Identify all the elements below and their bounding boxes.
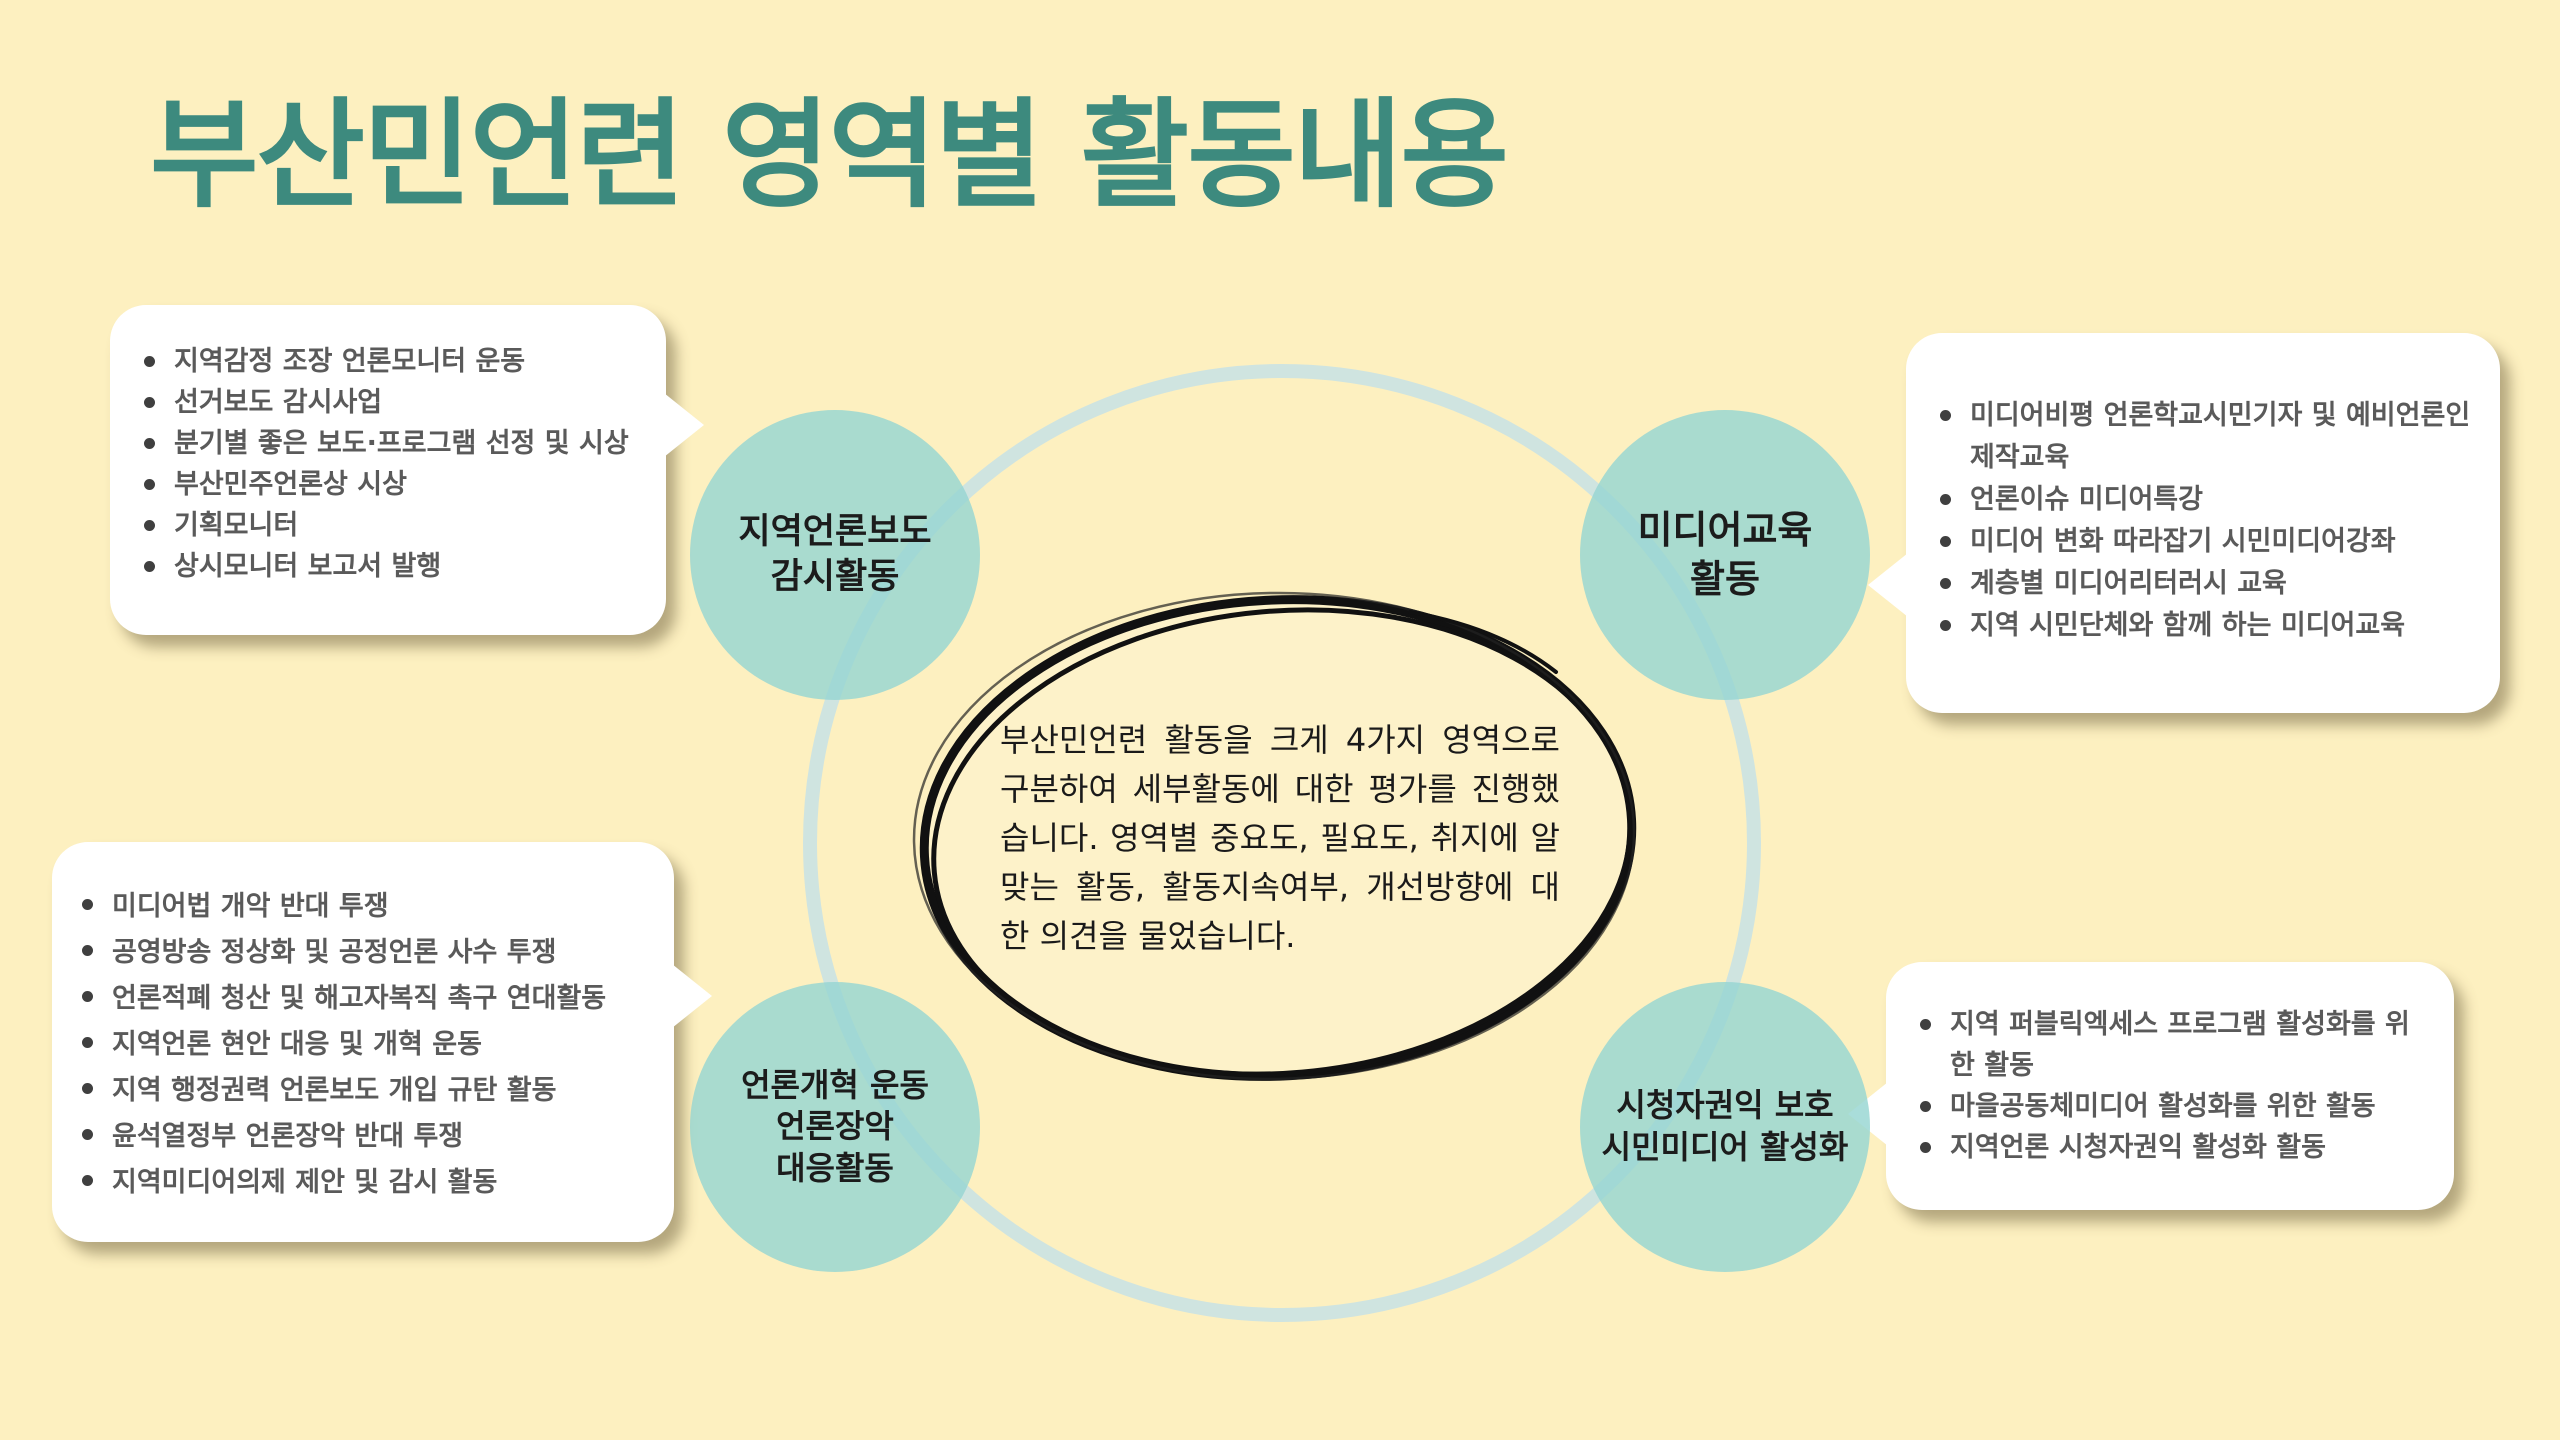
- card-list: 미디어법 개악 반대 투쟁 공영방송 정상화 및 공정언론 사수 투쟁 언론적폐…: [80, 884, 654, 1206]
- list-item: 선거보도 감시사업: [142, 382, 646, 423]
- list-item: 언론적폐 청산 및 해고자복직 촉구 연대활동: [80, 976, 654, 1022]
- list-item: 지역미디어의제 제안 및 감시 활동: [80, 1160, 654, 1206]
- card-pointer: [672, 964, 712, 1028]
- list-item: 윤석열정부 언론장악 반대 투쟁: [80, 1114, 654, 1160]
- connector-ring: [803, 364, 1761, 1322]
- card-list: 지역감정 조장 언론모니터 운동 선거보도 감시사업 분기별 좋은 보도·프로그…: [142, 341, 646, 587]
- node-media-reform: 언론개혁 운동 언론장악 대응활동: [690, 982, 980, 1272]
- page-title: 부산민언련 영역별 활동내용: [150, 86, 1509, 224]
- card-media-reform: 미디어법 개악 반대 투쟁 공영방송 정상화 및 공정언론 사수 투쟁 언론적폐…: [52, 842, 712, 1242]
- list-item: 공영방송 정상화 및 공정언론 사수 투쟁: [80, 930, 654, 976]
- card-local-monitoring: 지역감정 조장 언론모니터 운동 선거보도 감시사업 분기별 좋은 보도·프로그…: [110, 305, 704, 635]
- list-item: 상시모니터 보고서 발행: [142, 546, 646, 587]
- list-item: 마을공동체미디어 활성화를 위한 활동: [1918, 1086, 2426, 1127]
- card-pointer: [664, 393, 704, 457]
- list-item: 지역감정 조장 언론모니터 운동: [142, 341, 646, 382]
- node-local-monitoring: 지역언론보도 감시활동: [690, 410, 980, 700]
- list-item: 지역언론 현안 대응 및 개혁 운동: [80, 1022, 654, 1068]
- list-item: 미디어법 개악 반대 투쟁: [80, 884, 654, 930]
- card-media-education: 미디어비평 언론학교시민기자 및 예비언론인 제작교육 언론이슈 미디어특강 미…: [1868, 333, 2500, 713]
- list-item: 지역 행정권력 언론보도 개입 규탄 활동: [80, 1068, 654, 1114]
- list-item: 언론이슈 미디어특강: [1938, 479, 2472, 521]
- node-label: 시청자권익 보호 시민미디어 활성화: [1601, 1086, 1849, 1166]
- list-item: 지역 시민단체와 함께 하는 미디어교육: [1938, 605, 2472, 647]
- card-viewer-rights: 지역 퍼블릭엑세스 프로그램 활성화를 위한 활동 마을공동체미디어 활성화를 …: [1848, 962, 2454, 1210]
- list-item: 부산민주언론상 시상: [142, 464, 646, 505]
- list-item: 미디어비평 언론학교시민기자 및 예비언론인 제작교육: [1938, 395, 2472, 479]
- card-list: 지역 퍼블릭엑세스 프로그램 활성화를 위한 활동 마을공동체미디어 활성화를 …: [1918, 1004, 2426, 1168]
- center-description: 부산민언련 활동을 크게 4가지 영역으로 구분하여 세부활동에 대한 평가를 …: [1000, 721, 1560, 955]
- node-label: 지역언론보도 감시활동: [738, 511, 932, 598]
- node-label: 언론개혁 운동 언론장악 대응활동: [741, 1065, 929, 1187]
- card-list: 미디어비평 언론학교시민기자 및 예비언론인 제작교육 언론이슈 미디어특강 미…: [1938, 395, 2472, 647]
- node-viewer-rights: 시청자권익 보호 시민미디어 활성화: [1580, 982, 1870, 1272]
- list-item: 지역언론 시청자권익 활성화 활동: [1918, 1127, 2426, 1168]
- list-item: 미디어 변화 따라잡기 시민미디어강좌: [1938, 521, 2472, 563]
- node-media-education: 미디어교육 활동: [1580, 410, 1870, 700]
- ink-brush-circle: [912, 591, 1637, 1081]
- node-label: 미디어교육 활동: [1637, 507, 1813, 601]
- list-item: 계층별 미디어리터러시 교육: [1938, 563, 2472, 605]
- list-item: 기획모니터: [142, 505, 646, 546]
- card-pointer: [1868, 553, 1908, 617]
- list-item: 지역 퍼블릭엑세스 프로그램 활성화를 위한 활동: [1918, 1004, 2426, 1086]
- list-item: 분기별 좋은 보도·프로그램 선정 및 시상: [142, 423, 646, 464]
